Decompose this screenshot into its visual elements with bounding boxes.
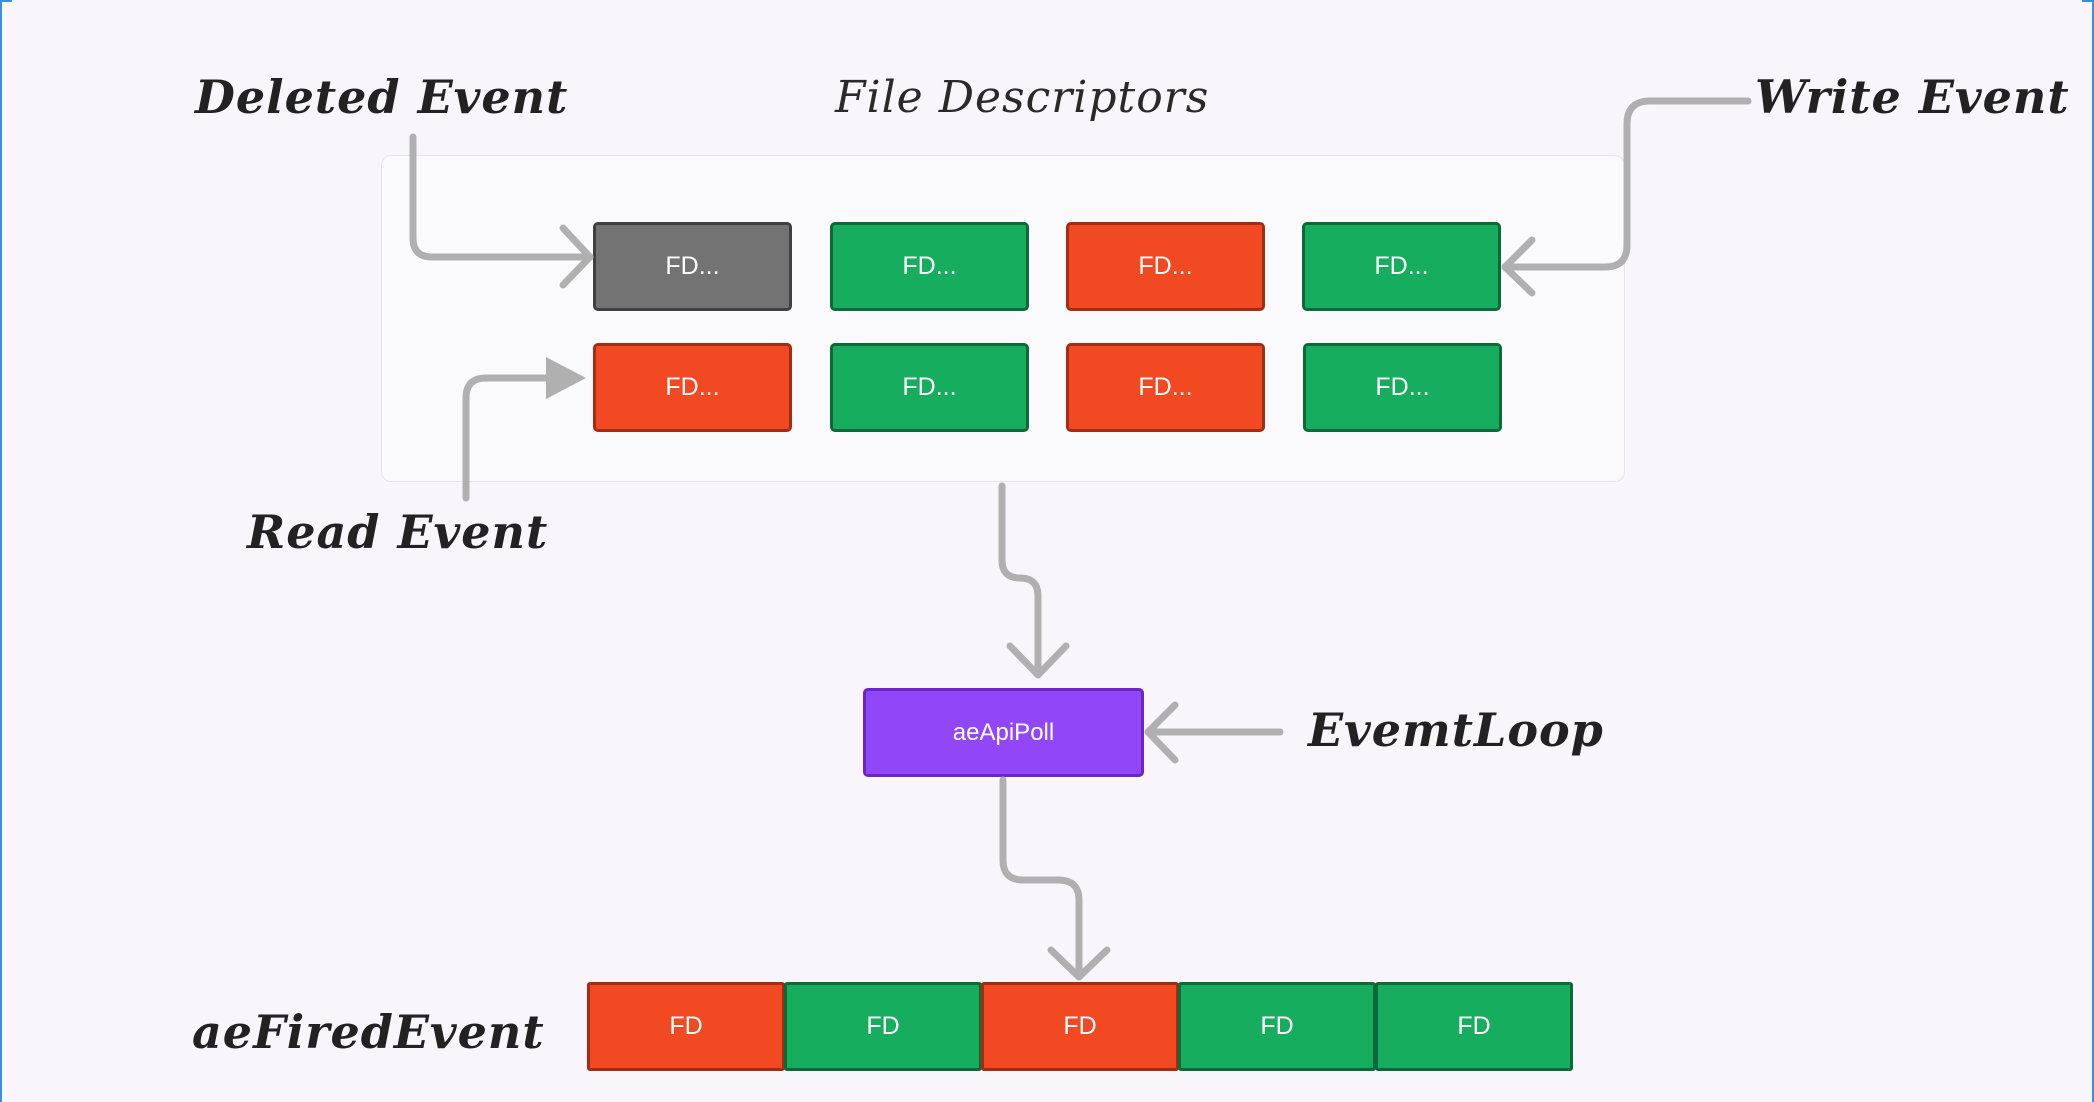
ae-api-poll-box[interactable]: aeApiPoll xyxy=(863,688,1144,777)
event-loop-label[interactable]: EvemtLoop xyxy=(1308,703,1604,757)
poll-to-fired-arrow xyxy=(999,776,1083,981)
fd-to-poll-arrow xyxy=(998,482,1042,679)
fd-box-read[interactable]: FD... xyxy=(1066,343,1265,432)
selection-edge-right xyxy=(2092,0,2094,1102)
deleted-event-label[interactable]: Deleted Event xyxy=(195,70,569,124)
fired-fd-box[interactable]: FD xyxy=(587,982,785,1071)
fd-box-read[interactable]: FD... xyxy=(1066,222,1265,311)
fired-fd-box[interactable]: FD xyxy=(1178,982,1376,1071)
fired-fd-box[interactable]: FD xyxy=(981,982,1179,1071)
fd-box-write[interactable]: FD... xyxy=(830,343,1029,432)
read-event-label[interactable]: Read Event xyxy=(247,505,549,559)
file-descriptors-title[interactable]: File Descriptors xyxy=(835,72,1210,123)
selection-edge-left xyxy=(0,0,2,1102)
fd-box-write[interactable]: FD... xyxy=(830,222,1029,311)
fd-box-deleted[interactable]: FD... xyxy=(593,222,792,311)
fd-box-read[interactable]: FD... xyxy=(593,343,792,432)
fd-to-poll-arrowhead xyxy=(1006,642,1070,679)
fired-fd-box[interactable]: FD xyxy=(784,982,982,1071)
file-descriptors-frame[interactable] xyxy=(381,155,1625,482)
fired-fd-box[interactable]: FD xyxy=(1375,982,1573,1071)
fired-event-label[interactable]: aeFiredEvent xyxy=(192,1005,545,1059)
poll-to-fired-arrowhead xyxy=(1047,946,1111,981)
fd-box-write[interactable]: FD... xyxy=(1303,343,1502,432)
write-event-label[interactable]: Write Event xyxy=(1755,70,2070,124)
fd-box-write[interactable]: FD... xyxy=(1302,222,1501,311)
event-loop-arrowhead xyxy=(1144,701,1179,764)
